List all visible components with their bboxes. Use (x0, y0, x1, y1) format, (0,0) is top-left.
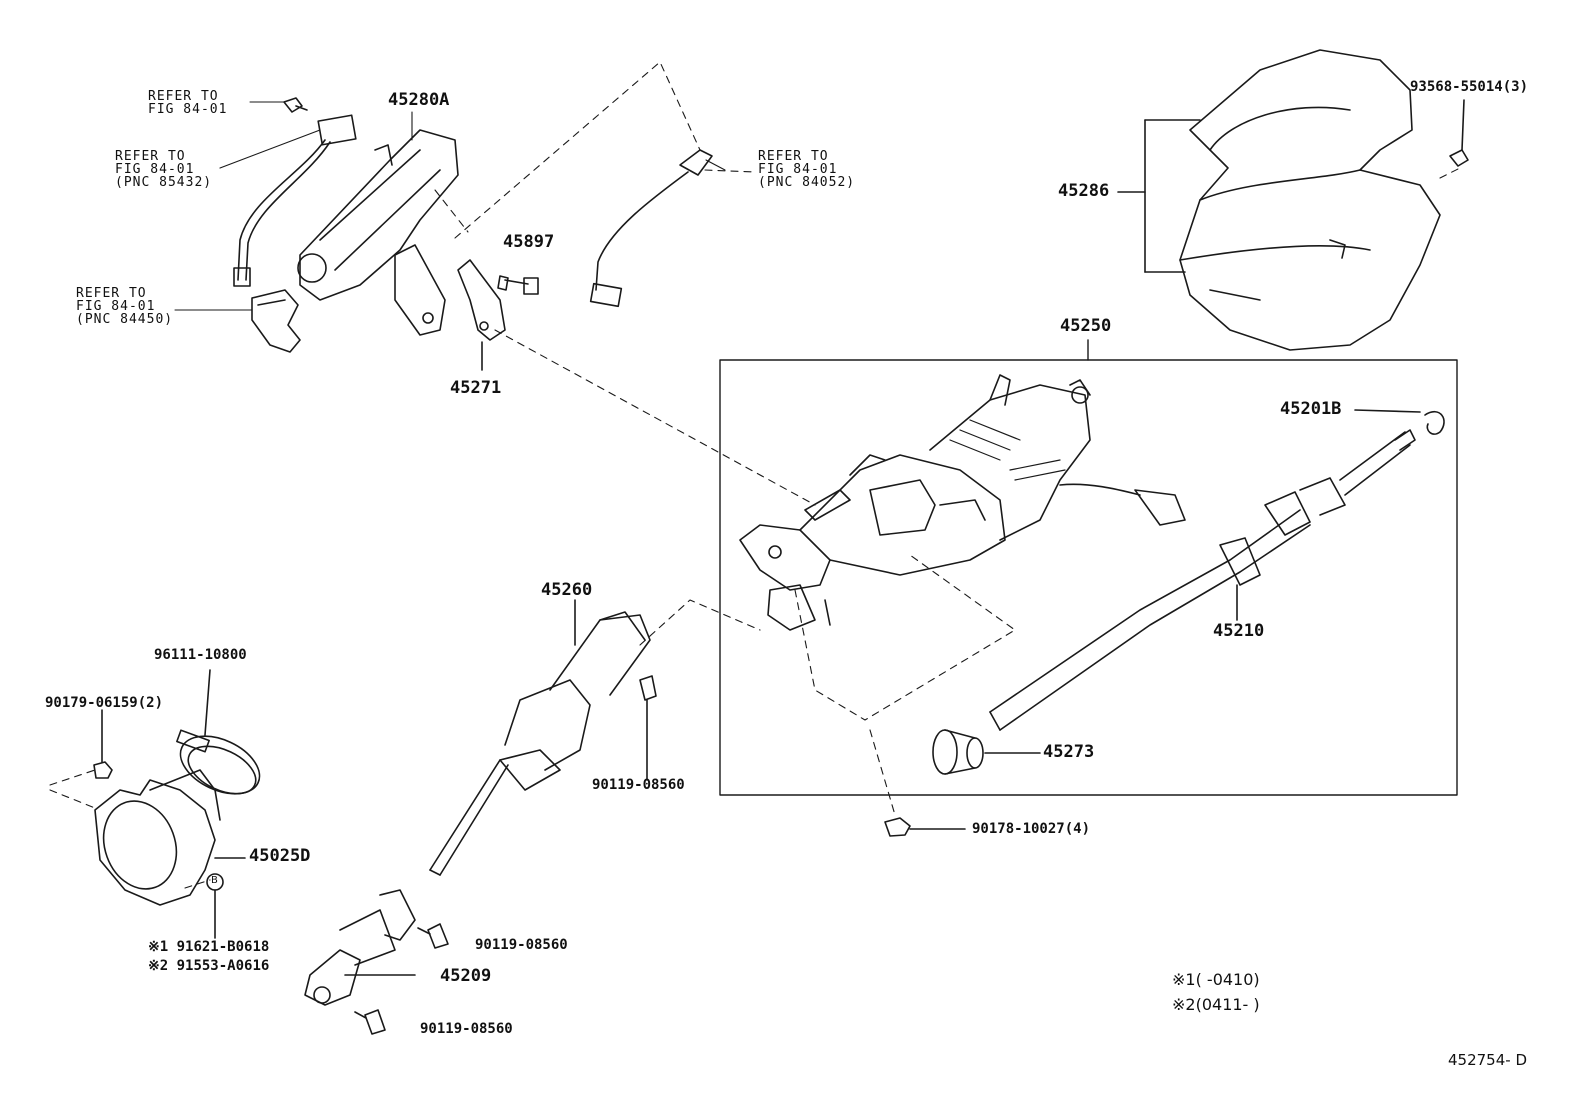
bolt-45897-part (497, 275, 539, 295)
clamp-45271-part (457, 259, 506, 371)
part-label-91553[interactable]: ※2 91553-A0616 (148, 958, 270, 974)
column-box-45250 (719, 339, 1458, 796)
clamp-96111-part (176, 669, 261, 795)
refer-line-1: REFER TO (115, 149, 186, 164)
circle-b-marker (206, 873, 224, 939)
refer-label-2[interactable]: REFER TO FIG 84-01 (PNC 85432) (115, 150, 212, 189)
part-label-93568[interactable]: 93568-55014(3) (1410, 79, 1529, 95)
boot-45025d-part (94, 769, 246, 906)
refer-label-1[interactable]: REFER TO FIG 84-01 (148, 90, 227, 116)
part-label-90119-mid[interactable]: 90119-08560 (475, 937, 568, 953)
part-label-45025d[interactable]: 45025D (249, 846, 311, 866)
refer-fig-line: FIG 84-01 (76, 299, 156, 314)
refer-pnc-line: (PNC 84052) (758, 175, 856, 190)
key-cylinder-part (251, 289, 301, 353)
refer-pnc-line: (PNC 85432) (115, 175, 213, 190)
bracket-45280a-part (297, 129, 459, 336)
part-label-45280a[interactable]: 45280A (388, 90, 450, 110)
refer-label-4[interactable]: REFER TO FIG 84-01 (PNC 84052) (758, 150, 855, 189)
bolt-90119-mid-part (417, 923, 449, 949)
part-label-45897[interactable]: 45897 (503, 232, 555, 252)
refer-line-1: REFER TO (76, 286, 147, 301)
joint-45209-part (304, 889, 416, 1006)
diagram-code: 452754- D (1448, 1051, 1527, 1069)
part-label-96111[interactable]: 96111-10800 (154, 647, 247, 663)
part-label-90178[interactable]: 90178-10027(4) (972, 821, 1091, 837)
circle-b-label: B (211, 875, 218, 886)
leader-lines (174, 101, 726, 311)
sensor-84052-part (589, 149, 713, 308)
bolt-90119-low-part (354, 1009, 386, 1035)
part-label-45273[interactable]: 45273 (1043, 742, 1095, 762)
part-label-91621[interactable]: ※1 91621-B0618 (148, 939, 270, 955)
screw-93568-part (1449, 99, 1469, 167)
part-label-45201b[interactable]: 45201B (1280, 399, 1342, 419)
refer-fig-line: FIG 84-01 (115, 162, 195, 177)
part-label-90119-upper[interactable]: 90119-08560 (592, 777, 685, 793)
main-shaft-45210-part (989, 429, 1416, 731)
part-label-45286[interactable]: 45286 (1058, 181, 1110, 201)
part-label-45209[interactable]: 45209 (440, 966, 492, 986)
screw-refer-part (283, 97, 308, 113)
part-label-90179[interactable]: 90179-06159(2) (45, 695, 164, 711)
refer-line-1: REFER TO (758, 149, 829, 164)
refer-pnc-line: (PNC 84450) (76, 312, 174, 327)
bushing-45273-part (932, 729, 1041, 775)
refer-label-3[interactable]: REFER TO FIG 84-01 (PNC 84450) (76, 287, 173, 326)
cover-45286-part (1117, 49, 1441, 351)
part-label-45210[interactable]: 45210 (1213, 621, 1265, 641)
note-1: ※1( -0410) (1172, 970, 1260, 989)
refer-fig-line: FIG 84-01 (148, 102, 228, 117)
intermediate-shaft-45260-part (429, 599, 651, 876)
bolt-90119-upper-part (639, 675, 657, 781)
nut-90179-part (93, 709, 113, 779)
refer-line-1: REFER TO (148, 89, 219, 104)
part-label-45260[interactable]: 45260 (541, 580, 593, 600)
snap-ring-45201b-part (1354, 409, 1445, 435)
column-assembly-part (739, 374, 1186, 631)
note-2: ※2(0411- ) (1172, 995, 1260, 1014)
refer-fig-line: FIG 84-01 (758, 162, 838, 177)
part-label-90119-low[interactable]: 90119-08560 (420, 1021, 513, 1037)
nut-90178-part (884, 817, 966, 837)
part-label-45271[interactable]: 45271 (450, 378, 502, 398)
part-label-45250[interactable]: 45250 (1060, 316, 1112, 336)
switch-connector-part (233, 114, 357, 287)
